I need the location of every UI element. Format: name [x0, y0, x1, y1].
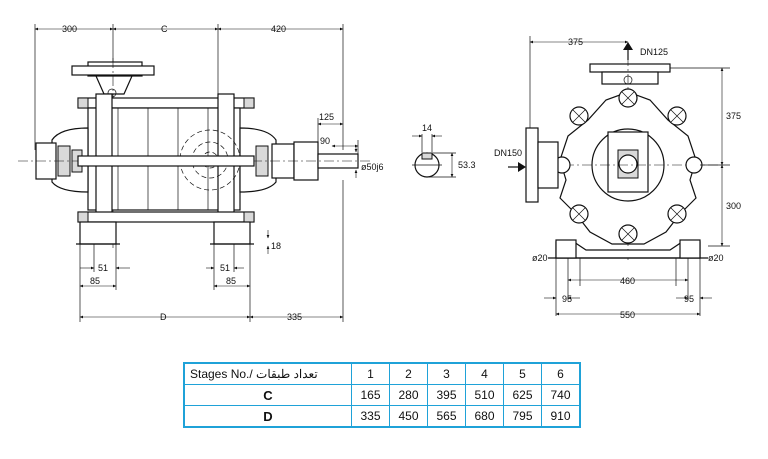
table-cell: 625 — [503, 384, 542, 406]
row-label: D — [183, 405, 352, 428]
dim-shaft-diameter: ø50j6 — [361, 162, 384, 172]
dim-53-3: 53.3 — [458, 160, 476, 170]
dim-420-top: 420 — [271, 24, 286, 34]
pump-side-view: 300 C 420 — [18, 24, 384, 322]
dn125-label: DN125 — [640, 47, 668, 57]
dim-550: 550 — [620, 310, 635, 320]
row-label: C — [183, 384, 352, 406]
dim-14: 14 — [422, 123, 432, 133]
dim-90: 90 — [320, 136, 330, 146]
dim-d-bottom: D — [160, 312, 167, 322]
table-cell: 280 — [389, 384, 428, 406]
stage-number: 1 — [351, 362, 390, 385]
dim-85-right: 85 — [226, 276, 236, 286]
dim-335-bottom: 335 — [287, 312, 302, 322]
stage-number: 2 — [389, 362, 428, 385]
pump-technical-drawing: 300 C 420 — [18, 24, 741, 322]
table-row: C 165 280 395 510 625 740 — [183, 384, 581, 406]
table-cell: 740 — [541, 384, 581, 406]
pump-end-view: 375 DN125 DN150 — [494, 36, 741, 320]
dim-c-top: C — [161, 24, 168, 34]
table-cell: 680 — [465, 405, 504, 428]
dim-95-left: 95 — [562, 294, 572, 304]
dim-460: 460 — [620, 276, 635, 286]
stages-dimension-table: Stages No./ تعداد طبقات 1 2 3 4 5 6 C 16… — [183, 362, 581, 428]
dim-95-right: 95 — [684, 294, 694, 304]
stage-number: 4 — [465, 362, 504, 385]
dim-51-right: 51 — [220, 263, 230, 273]
dim-18: 18 — [271, 241, 281, 251]
dim-hole-left: ø20 — [532, 253, 548, 263]
table-cell: 165 — [351, 384, 390, 406]
table-cell: 450 — [389, 405, 428, 428]
dim-51-left: 51 — [98, 263, 108, 273]
shaft-key-detail: 14 53.3 — [412, 123, 476, 178]
stage-number: 6 — [541, 362, 581, 385]
dim-85-left: 85 — [90, 276, 100, 286]
stage-number: 3 — [427, 362, 466, 385]
dim-125: 125 — [319, 112, 334, 122]
table-cell: 335 — [351, 405, 390, 428]
stage-number: 5 — [503, 362, 542, 385]
dim-375-side: 375 — [726, 111, 741, 121]
table-cell: 910 — [541, 405, 581, 428]
dim-375-top: 375 — [568, 37, 583, 47]
dim-hole-right: ø20 — [708, 253, 724, 263]
dim-300-side: 300 — [726, 201, 741, 211]
table-cell: 565 — [427, 405, 466, 428]
table-cell: 395 — [427, 384, 466, 406]
table-cell: 795 — [503, 405, 542, 428]
stages-header-label: Stages No./ تعداد طبقات — [183, 362, 352, 385]
table-row: D 335 450 565 680 795 910 — [183, 405, 581, 428]
dn150-label: DN150 — [494, 148, 522, 158]
dim-300-top: 300 — [62, 24, 77, 34]
table-header-row: Stages No./ تعداد طبقات 1 2 3 4 5 6 — [183, 362, 581, 385]
table-cell: 510 — [465, 384, 504, 406]
